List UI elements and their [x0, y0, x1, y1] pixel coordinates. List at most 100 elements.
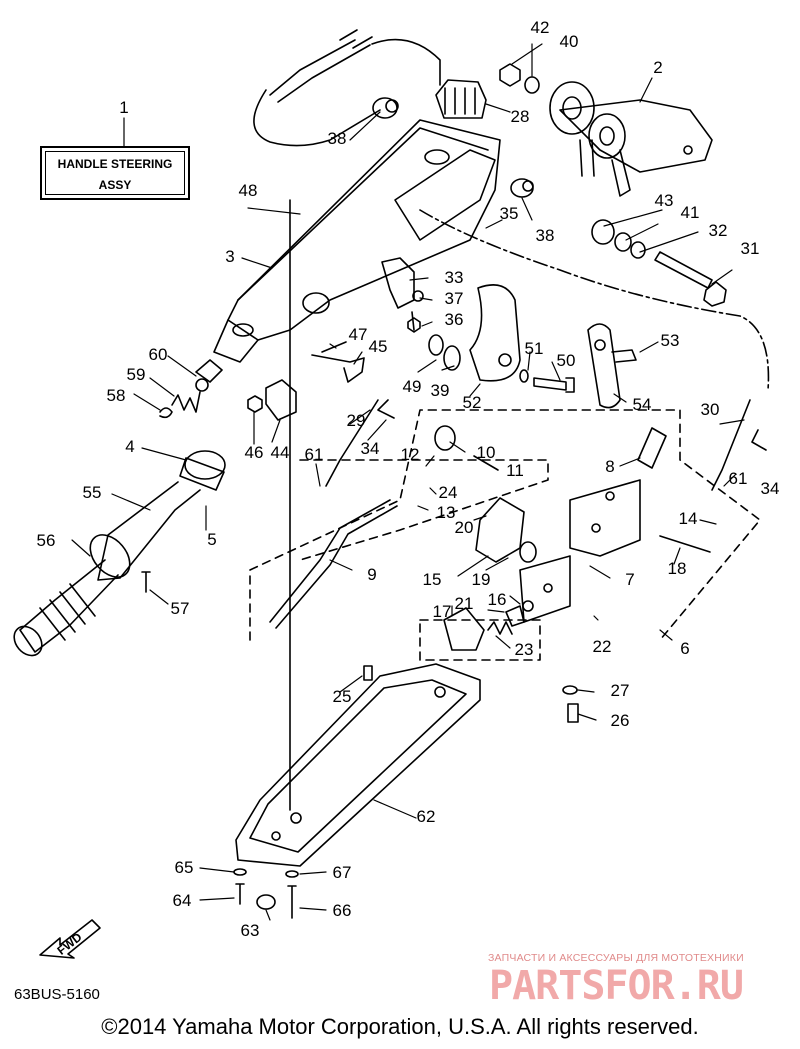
gear-part	[637, 427, 667, 469]
callout-number: 47	[349, 325, 368, 344]
callout-number: 61	[305, 445, 324, 464]
callout-number: 54	[633, 395, 652, 414]
callout-number: 45	[369, 337, 388, 356]
callout-number: 42	[531, 18, 550, 37]
steering-arm-part	[213, 119, 501, 363]
callout-number: 40	[560, 32, 579, 51]
callout-number: 60	[149, 345, 168, 364]
watermark-logo: PARTSFOR.RU	[489, 963, 744, 1009]
callout-number: 61	[729, 469, 748, 488]
clip-part	[159, 407, 173, 419]
knob-part	[311, 354, 365, 383]
bushing-part	[372, 97, 534, 198]
washer-part	[524, 76, 540, 94]
bolt-part	[591, 219, 727, 307]
spring-part	[171, 391, 201, 413]
clamp-part	[265, 379, 297, 421]
rod-part	[659, 535, 711, 553]
grommet-part	[435, 79, 487, 119]
callout-number: 55	[83, 483, 102, 502]
title-line-1: HANDLE STEERING	[57, 157, 173, 171]
callout-number: 10	[477, 443, 496, 462]
washer-part	[519, 369, 529, 383]
callout-number: 41	[681, 203, 700, 222]
callout-number: 8	[605, 457, 614, 476]
callout-number: 34	[361, 439, 380, 458]
callout-number: 44	[271, 443, 290, 462]
callout-number: 49	[403, 377, 422, 396]
callout-number: 19	[472, 570, 491, 589]
ball-part	[522, 600, 534, 612]
bottom-cover-part	[235, 199, 481, 867]
spring-part	[487, 621, 513, 635]
cam-part	[475, 497, 525, 563]
callout-number: 3	[225, 247, 234, 266]
callout-number: 11	[506, 461, 524, 480]
assembly-outline	[419, 619, 541, 661]
callout-number: 16	[488, 590, 507, 609]
callout-number: 58	[107, 386, 126, 405]
washer-part	[562, 685, 578, 695]
callout-number: 64	[173, 891, 192, 910]
callout-number: 63	[241, 921, 260, 940]
assembly-outline	[249, 409, 761, 641]
stopper-part	[443, 607, 485, 651]
nut-part	[499, 63, 521, 87]
screw-part	[235, 883, 245, 905]
plug-part	[256, 894, 276, 910]
fwd-arrow-icon	[39, 919, 101, 959]
washer-part	[285, 870, 299, 878]
nut-part	[247, 395, 263, 413]
callout-number: 1	[119, 98, 128, 117]
callout-number: 7	[625, 570, 634, 589]
callout-number: 66	[333, 901, 352, 920]
callout-number: 17	[433, 602, 452, 621]
callout-number: 5	[207, 530, 216, 549]
callout-number: 29	[347, 411, 366, 430]
callout-number: 2	[653, 58, 662, 77]
bracket-part	[549, 81, 713, 197]
callout-number: 50	[557, 351, 576, 370]
callout-number: 28	[511, 107, 530, 126]
callout-number: 65	[175, 858, 194, 877]
callout-number: 46	[245, 443, 264, 462]
callout-number: 20	[455, 518, 474, 537]
callout-number: 15	[423, 570, 442, 589]
callout-number: 26	[611, 711, 630, 730]
copyright-text: ©2014 Yamaha Motor Corporation, U.S.A. A…	[101, 1014, 699, 1039]
link-rod-part	[275, 505, 398, 629]
callout-number: 18	[668, 559, 687, 578]
callout-number: 25	[333, 687, 352, 706]
callout-number: 4	[125, 437, 134, 456]
washer-part	[233, 868, 247, 876]
callout-number: 39	[431, 381, 450, 400]
callout-number: 56	[37, 531, 56, 550]
callout-number: 32	[709, 221, 728, 240]
plate-part	[519, 479, 641, 623]
lever-part	[587, 323, 637, 409]
callout-number: 22	[593, 637, 612, 656]
callout-number: 9	[367, 565, 376, 584]
callout-number: 52	[463, 393, 482, 412]
washer-part	[519, 541, 537, 563]
callout-number: 24	[439, 483, 458, 502]
callout-number: 36	[445, 310, 464, 329]
callout-number: 13	[437, 503, 456, 522]
throttle-cable-part	[325, 399, 379, 487]
bolt-part	[567, 703, 579, 723]
callout-number: 35	[500, 204, 519, 223]
bolt-part	[533, 377, 575, 393]
callout-number: 14	[679, 509, 698, 528]
gear-part	[434, 425, 456, 451]
screw-part	[363, 665, 373, 681]
diagram-code: 63BUS-5160	[14, 986, 100, 1003]
screw-part	[141, 571, 151, 593]
pin-part	[473, 455, 499, 471]
assembly-outline	[299, 459, 549, 561]
callout-number: 43	[655, 191, 674, 210]
callout-number: 38	[536, 226, 555, 245]
washer-part	[195, 378, 209, 392]
leader-lines	[71, 43, 745, 921]
callout-number: 62	[417, 807, 436, 826]
